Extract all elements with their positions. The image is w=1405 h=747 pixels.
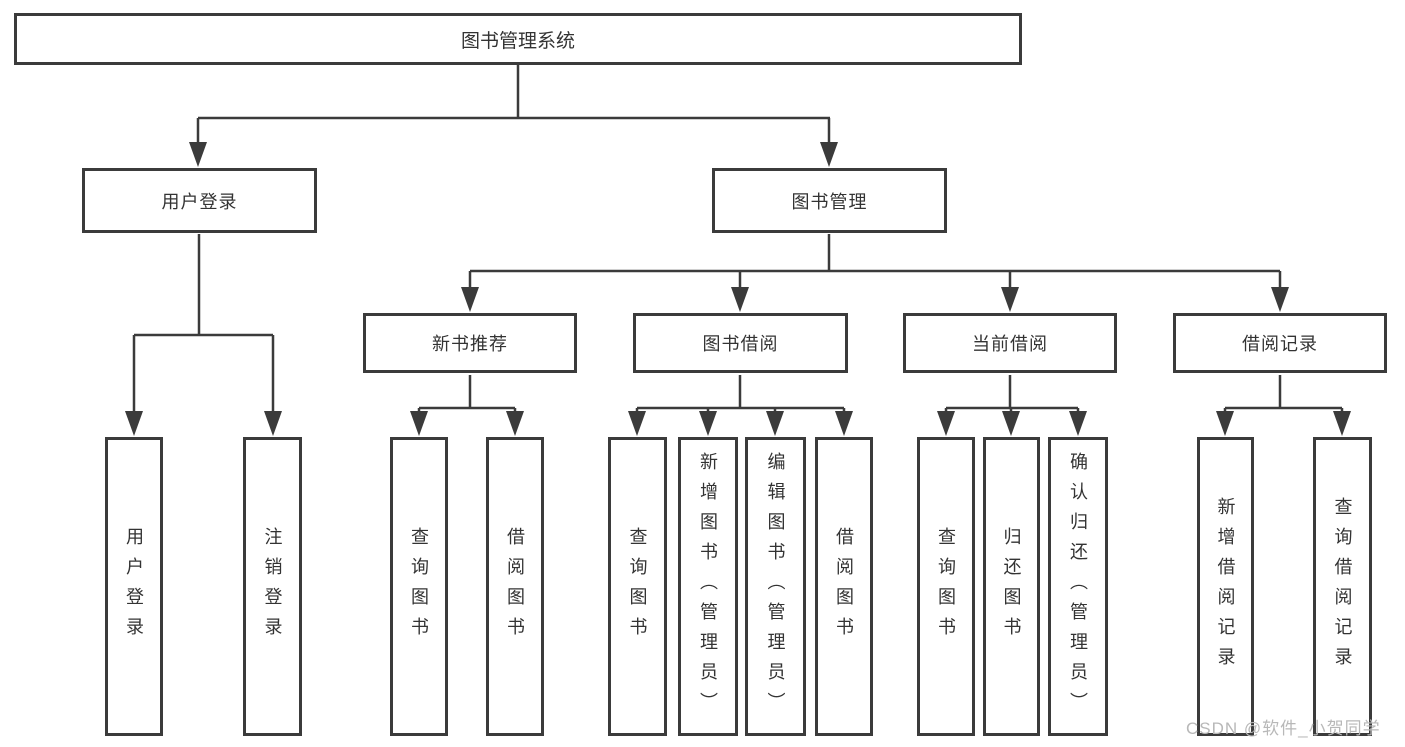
node-label: 查询图书 — [627, 526, 648, 647]
node-label: 借阅图书 — [505, 526, 525, 647]
node-user-login: 用户登录 — [82, 168, 317, 233]
leaf-query-books-borrow: 查询图书 — [608, 437, 667, 736]
leaf-confirm-return-admin: 确认归还（管理员） — [1048, 437, 1108, 736]
leaf-return-book: 归还图书 — [983, 437, 1040, 736]
node-book-borrowing: 图书借阅 — [633, 313, 848, 373]
node-label: 查询图书 — [409, 526, 429, 647]
leaf-add-borrow-record: 新增借阅记录 — [1197, 437, 1254, 736]
node-label: 查询图书 — [936, 526, 956, 647]
leaf-borrow-books: 借阅图书 — [815, 437, 873, 736]
node-label: 图书管理 — [791, 191, 868, 212]
arrowhead-icons — [125, 142, 1351, 436]
node-current-borrowing: 当前借阅 — [903, 313, 1117, 373]
node-borrowing-records: 借阅记录 — [1173, 313, 1387, 373]
leaf-add-book-admin: 新增图书（管理员） — [678, 437, 738, 736]
node-label: 图书管理系统 — [460, 30, 575, 52]
node-label: 图书借阅 — [702, 334, 779, 354]
node-label: 用户登录 — [161, 191, 238, 212]
node-label: 编辑图书（管理员） — [765, 451, 786, 722]
leaf-logout: 注销登录 — [243, 437, 302, 736]
node-book-management: 图书管理 — [712, 168, 947, 233]
watermark: CSDN @软件_小贺同学 — [1186, 719, 1381, 738]
leaf-user-login: 用户登录 — [105, 437, 163, 736]
node-label: 确认归还（管理员） — [1068, 451, 1088, 722]
leaf-query-books-current: 查询图书 — [917, 437, 975, 736]
node-label: 查询借阅记录 — [1332, 496, 1353, 677]
node-label: 归还图书 — [1001, 526, 1022, 647]
node-label: 借阅图书 — [834, 526, 854, 647]
leaf-borrow-books-recommend: 借阅图书 — [486, 437, 544, 736]
node-new-book-recommend: 新书推荐 — [363, 313, 577, 373]
leaf-edit-book-admin: 编辑图书（管理员） — [745, 437, 806, 736]
node-label: 注销登录 — [262, 526, 283, 647]
leaf-query-books-recommend: 查询图书 — [390, 437, 448, 736]
node-label: 用户登录 — [124, 526, 144, 647]
node-label: 借阅记录 — [1242, 334, 1318, 354]
node-library-management-system: 图书管理系统 — [14, 13, 1022, 65]
node-label: 新增图书（管理员） — [698, 451, 718, 722]
leaf-query-borrow-record: 查询借阅记录 — [1313, 437, 1372, 736]
node-label: 当前借阅 — [972, 334, 1048, 354]
node-label: 新增借阅记录 — [1215, 496, 1236, 677]
node-label: 新书推荐 — [432, 334, 508, 354]
